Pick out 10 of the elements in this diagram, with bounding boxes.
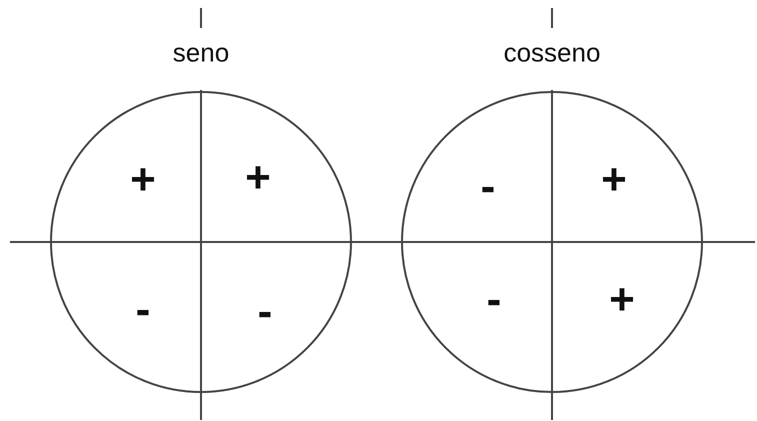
sign-symbol: - bbox=[480, 165, 496, 209]
sign-symbol: + bbox=[130, 158, 156, 202]
sign-symbol: + bbox=[601, 158, 627, 202]
sign-symbol: - bbox=[486, 278, 502, 322]
circle-title: seno bbox=[172, 38, 230, 68]
sign-symbol: + bbox=[245, 156, 271, 200]
sign-symbol: - bbox=[136, 288, 150, 332]
sign-symbol: - bbox=[258, 290, 272, 334]
circle-title: cosseno bbox=[504, 38, 600, 68]
sign-symbol: + bbox=[609, 278, 635, 322]
